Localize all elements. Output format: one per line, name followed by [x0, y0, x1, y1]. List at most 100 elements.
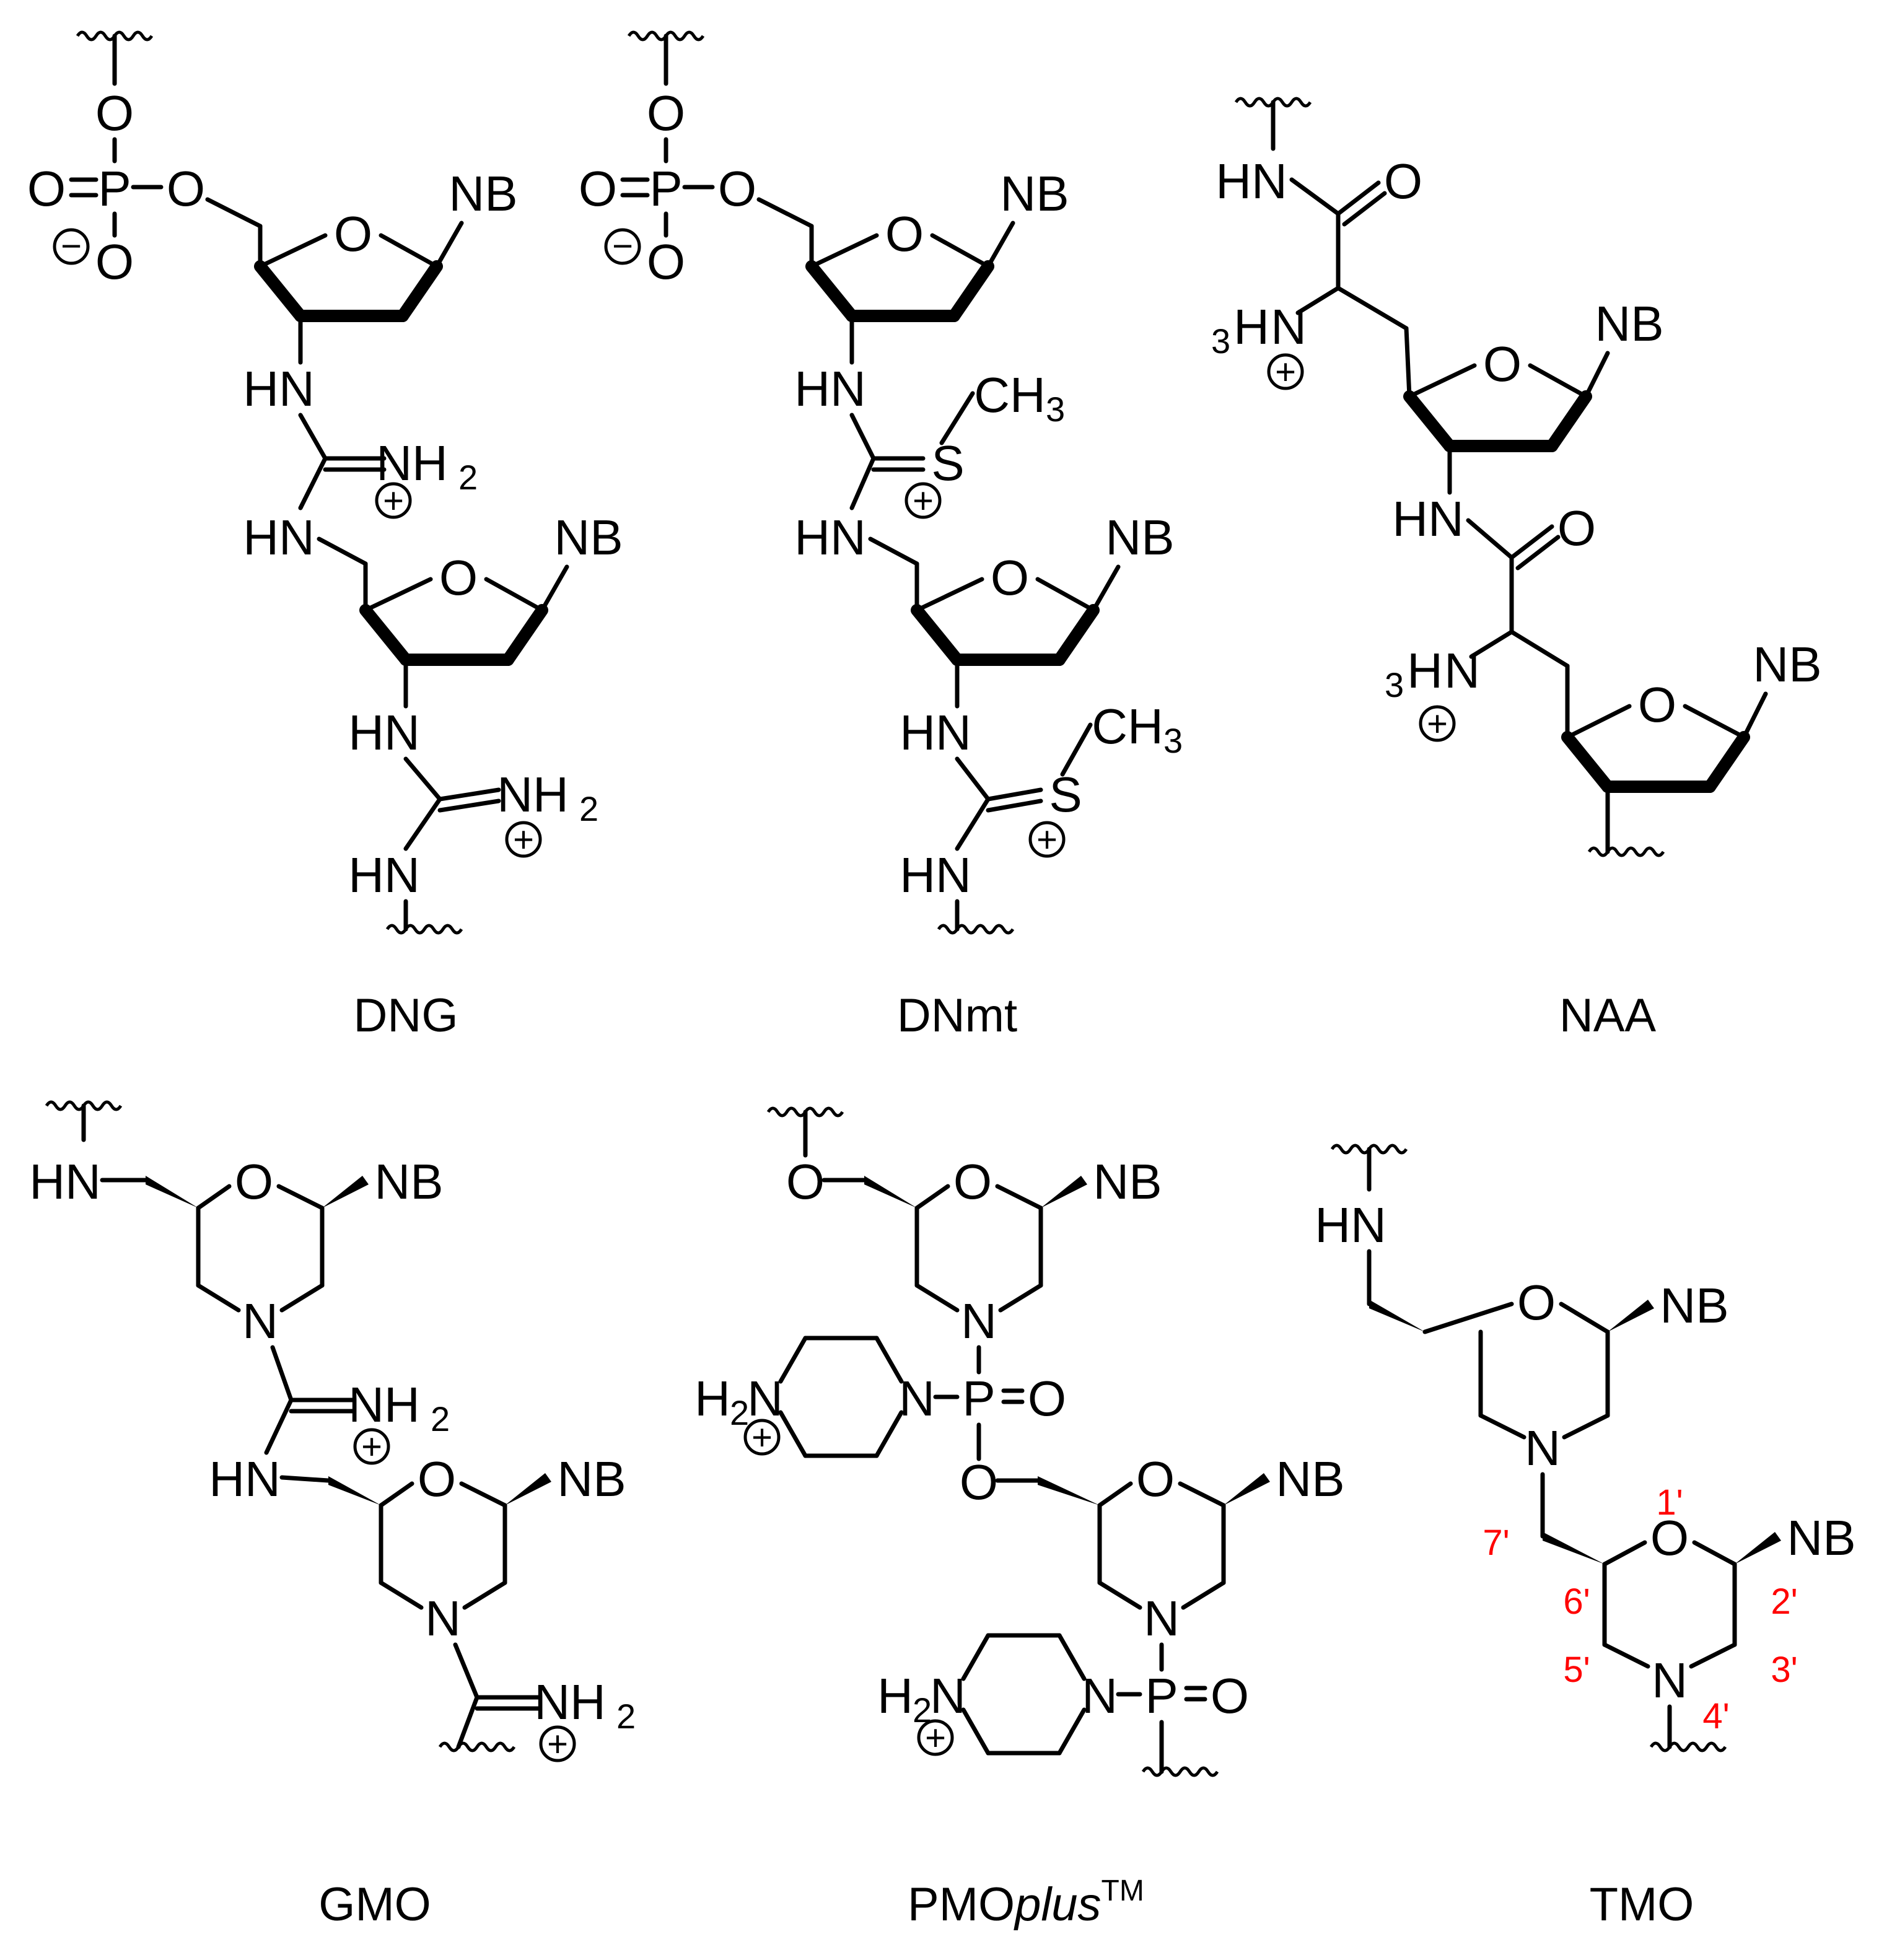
atom-ch3: CH [974, 367, 1046, 422]
caption-dng: DNG [354, 989, 458, 1042]
atom-o: O [1557, 501, 1596, 556]
position-label-3prime: 3' [1771, 1650, 1797, 1690]
plus-charge: + [383, 481, 404, 521]
caption-tmo: TMO [1590, 1878, 1694, 1931]
atom-o: O [647, 85, 685, 141]
caption-pmoplus-main: PMO [908, 1878, 1015, 1931]
atom-p: P [962, 1371, 995, 1426]
position-label-5prime: 5' [1563, 1650, 1590, 1690]
sub-3: 3 [1211, 322, 1230, 361]
atom-hn: HN [348, 847, 420, 903]
atom-o-ring: O [1650, 1510, 1689, 1565]
caption-pmoplus: PMOplusTM [908, 1875, 1144, 1931]
atom-o: O [960, 1455, 998, 1510]
wavy-attachment [387, 925, 462, 933]
atom-o-ring: O [885, 206, 924, 261]
atom-nb: NB [1787, 1510, 1855, 1565]
atom-n: N [425, 1591, 461, 1646]
atom-o: O [1384, 154, 1422, 209]
atom-nb: NB [1595, 296, 1663, 351]
atom-hn: HN [1392, 491, 1464, 546]
atom-n: N [930, 1668, 966, 1723]
caption-naa: NAA [1559, 989, 1657, 1042]
atom-hn: HN [900, 705, 971, 760]
sub-2: 2 [431, 1399, 450, 1438]
plus-charge: + [1427, 704, 1448, 744]
plus-charge: + [361, 1427, 382, 1467]
position-label-6prime: 6' [1563, 1582, 1590, 1622]
atom-n-pip: N [899, 1371, 935, 1426]
atom-s: S [1049, 767, 1082, 822]
minus-charge: − [61, 226, 82, 266]
caption-pmoplus-italic: plus [1014, 1878, 1101, 1931]
caption-dnmt: DNmt [897, 989, 1017, 1042]
sub-3: 3 [1385, 665, 1404, 704]
wavy-attachment [440, 1743, 514, 1751]
plus-charge: + [1275, 352, 1296, 392]
plus-charge: + [513, 820, 534, 860]
atom-nh2: NH [348, 1377, 420, 1432]
structure-dng: O P O O O − O NB HN NH 2 + HN [27, 32, 623, 1042]
atom-o-minus: O [647, 234, 685, 289]
atom-h3n: H [1233, 299, 1269, 354]
atom-o-ring: O [439, 550, 478, 605]
atom-h2n: H [877, 1668, 913, 1723]
sub-3: 3 [1046, 390, 1065, 429]
atom-nb: NB [557, 1451, 626, 1507]
atom-o-minus: O [95, 234, 134, 289]
atom-n: N [1271, 299, 1307, 354]
structure-pmoplus: O O NB N P O N H 2 N + O O [694, 1108, 1345, 1931]
atom-o-double: O [579, 161, 617, 216]
atom-n-pip: N [1082, 1668, 1118, 1723]
atom-nb: NB [449, 166, 517, 221]
atom-o-ring: O [953, 1154, 992, 1209]
atom-hn: HN [243, 361, 315, 416]
plus-charge: + [751, 1417, 773, 1458]
atom-hn: HN [243, 510, 315, 565]
atom-n: N [1144, 1591, 1180, 1646]
sub-2: 2 [730, 1393, 749, 1432]
atom-nb: NB [554, 510, 623, 565]
plus-charge: + [913, 481, 934, 521]
atom-n: N [242, 1293, 278, 1349]
atom-nb: NB [1105, 510, 1174, 565]
position-label-4prime: 4' [1702, 1696, 1729, 1736]
atom-o-ring: O [235, 1154, 273, 1209]
atom-n: N [747, 1371, 783, 1426]
atom-o-ring: O [418, 1451, 456, 1507]
atom-o-ring: O [1136, 1451, 1175, 1507]
plus-charge: + [547, 1724, 568, 1764]
plus-charge: + [1036, 820, 1058, 860]
atom-nb: NB [1660, 1278, 1728, 1333]
atom-nb: NB [1753, 637, 1821, 692]
position-label-1prime: 1' [1656, 1482, 1683, 1523]
atom-hn: HN [29, 1154, 101, 1209]
wavy-attachment [1651, 1743, 1725, 1751]
atom-hn: HN [900, 847, 971, 903]
atom-o-ring: O [1483, 336, 1522, 392]
atom-hn: HN [1315, 1197, 1386, 1253]
caption-pmoplus-sup: TM [1102, 1875, 1144, 1907]
atom-h2n: H [694, 1371, 730, 1426]
atom-ch3: CH [1092, 699, 1163, 754]
wavy-attachment [1589, 848, 1663, 855]
sub-2: 2 [579, 789, 598, 828]
position-label-7prime: 7' [1483, 1523, 1509, 1563]
atom-nb: NB [1276, 1451, 1344, 1507]
atom-o-ester: O [718, 161, 756, 216]
atom-o-ester: O [167, 161, 205, 216]
sub-2: 2 [616, 1697, 636, 1736]
atom-nb: NB [1093, 1154, 1162, 1209]
position-label-2prime: 2' [1771, 1582, 1797, 1622]
atom-s: S [931, 435, 964, 491]
atom-nh2: NH [376, 435, 448, 491]
atom-o: O [95, 85, 134, 141]
atom-n: N [1444, 643, 1480, 698]
atom-o-ring: O [991, 550, 1029, 605]
atom-p: P [649, 161, 682, 216]
plus-charge: + [925, 1718, 946, 1758]
atom-hn: HN [1215, 154, 1287, 209]
structure-gmo: HN O NB N NH 2 + HN O NB N [29, 1102, 636, 1931]
sub-2: 2 [458, 458, 478, 497]
